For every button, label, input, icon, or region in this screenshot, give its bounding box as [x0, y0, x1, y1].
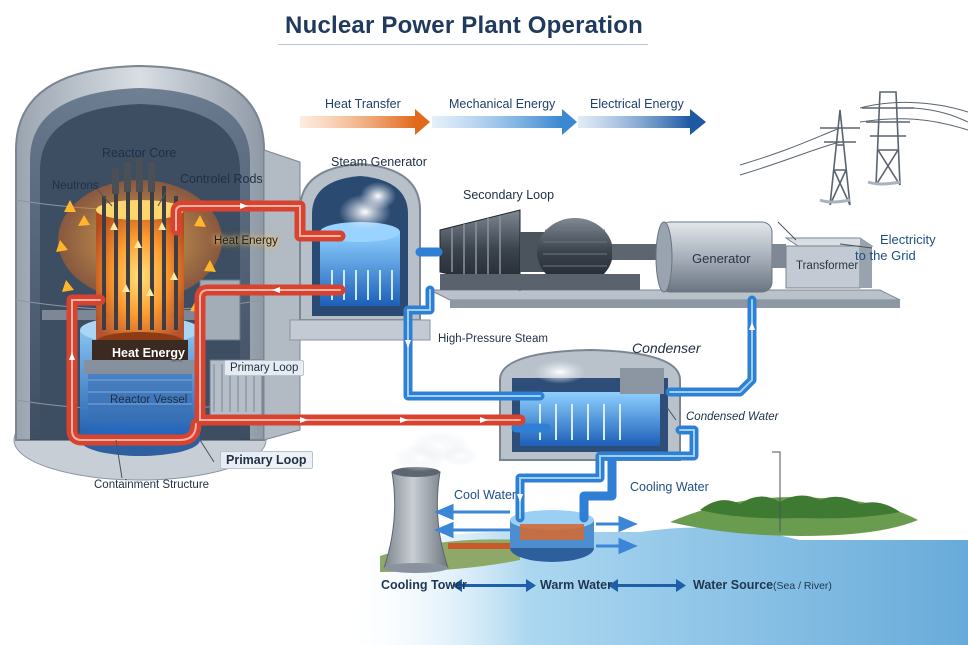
warm-water-label: Warm Water	[540, 578, 613, 592]
page-title: Nuclear Power Plant Operation	[285, 12, 643, 39]
generator-unit	[655, 221, 786, 293]
electricity-grid-label-line2: to the Grid	[855, 248, 916, 263]
condenser-unit	[499, 348, 681, 461]
warm-water-basin	[510, 510, 594, 562]
title-underline	[278, 44, 648, 45]
mechanical-energy-label: Mechanical Energy	[449, 97, 556, 111]
bottom-flow-arrows	[452, 579, 686, 592]
primary-loop-label-outer: Primary Loop	[220, 451, 313, 469]
leader-lines	[97, 189, 873, 532]
electrical-energy-arrow	[578, 109, 706, 135]
transformer-label: Transformer	[796, 260, 859, 272]
cool-water-label: Cool Water	[454, 488, 517, 502]
mechanical-energy-arrow	[432, 109, 577, 135]
transformer-unit	[784, 237, 874, 289]
electricity-grid-label-line1: Electricity	[880, 232, 936, 247]
high-pressure-steam-label: High-Pressure Steam	[438, 333, 548, 345]
secondary-loop-highlight	[407, 289, 753, 519]
cooling-water-label: Cooling Water	[630, 480, 709, 494]
control-rods-label: Controlel Rods	[180, 172, 263, 186]
neutrons-label: Neutrons	[52, 180, 99, 192]
cooling-tower	[383, 431, 478, 573]
generator-label: Generator	[692, 251, 751, 266]
steam-generator	[289, 162, 431, 341]
steam-turbine	[439, 209, 660, 291]
steam-generator-label: Steam Generator	[331, 155, 427, 169]
heat-energy-label-small: Heat Energy	[214, 235, 278, 247]
water-source-label: Water Source	[693, 578, 774, 592]
turbine-platform	[429, 289, 901, 308]
flow-direction-marks	[69, 203, 755, 502]
cooling-water-lines	[434, 503, 638, 555]
water-source-note: (Sea / River)	[773, 580, 832, 592]
electrical-energy-label: Electrical Energy	[590, 97, 684, 111]
secondary-loop-label: Secondary Loop	[463, 188, 555, 202]
reactor-vessel-label: Reactor Vessel	[110, 394, 188, 406]
heat-energy-label-core: Heat Energy	[112, 346, 185, 360]
primary-loop-label-inner: Primary Loop	[224, 360, 305, 376]
condenser-label: Condenser	[632, 340, 701, 356]
heat-transfer-label: Heat Transfer	[325, 97, 401, 111]
condensed-water-label: Condensed Water	[686, 411, 779, 423]
power-pylons	[739, 91, 968, 206]
cooling-tower-label: Cooling Tower	[381, 578, 467, 592]
primary-loop-highlight	[71, 205, 521, 441]
heat-transfer-arrow	[300, 109, 430, 135]
containment-structure-label: Containment Structure	[94, 479, 210, 491]
reactor-core-label: Reactor Core	[102, 146, 177, 160]
